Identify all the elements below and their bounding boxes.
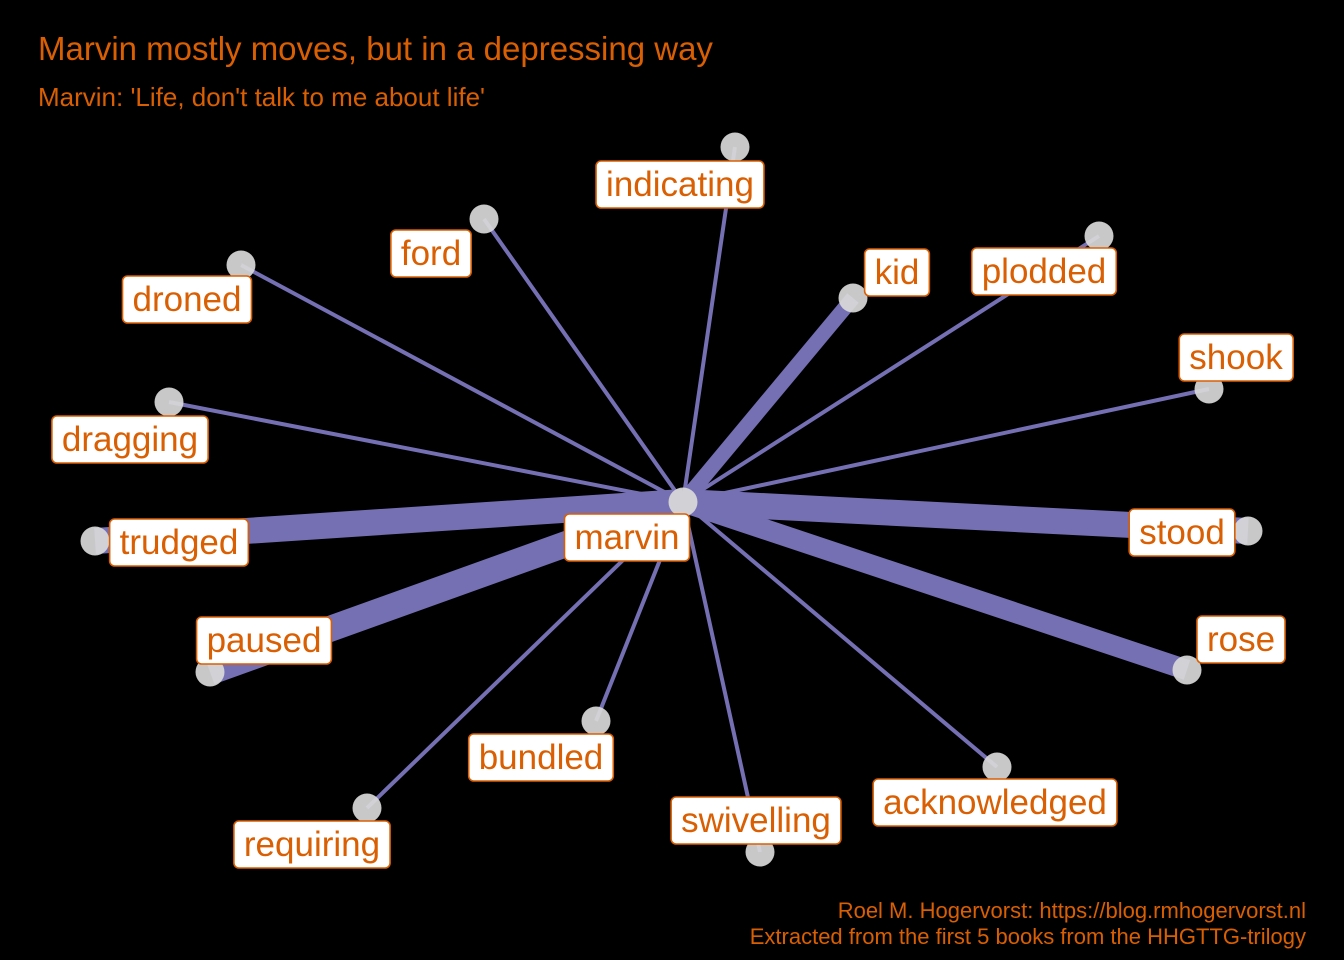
node-label-droned: droned xyxy=(121,275,253,324)
node-label-paused: paused xyxy=(195,616,333,665)
node-plodded xyxy=(1084,221,1114,251)
node-label-shook: shook xyxy=(1178,333,1294,382)
edge-marvin-shook xyxy=(682,387,1210,504)
node-label-box xyxy=(863,248,931,297)
node-label-requiring: requiring xyxy=(233,820,391,869)
node-label-text: kid xyxy=(875,253,920,292)
node-label-box xyxy=(108,518,250,567)
edge-marvin-ford xyxy=(482,217,685,504)
node-label-text: shook xyxy=(1189,338,1283,377)
figure-subtitle: Marvin: 'Life, don't talk to me about li… xyxy=(38,82,486,112)
node-label-bundled: bundled xyxy=(467,733,615,782)
node-label-box xyxy=(195,616,333,665)
node-label-text: dragging xyxy=(62,420,198,459)
node-label-box xyxy=(233,820,391,869)
edge-marvin-rose xyxy=(679,492,1191,680)
node-label-box xyxy=(51,415,209,464)
node-label-text: paused xyxy=(207,621,322,660)
node-label-trudged: trudged xyxy=(108,518,250,567)
node-label-acknowledged: acknowledged xyxy=(872,778,1118,827)
node-indicating xyxy=(720,132,750,162)
edge-marvin-droned xyxy=(240,263,684,504)
node-label-text: indicating xyxy=(606,165,754,204)
node-droned xyxy=(226,250,256,280)
node-label-rose: rose xyxy=(1196,615,1286,664)
node-label-text: plodded xyxy=(982,252,1107,291)
caption-source: Extracted from the first 5 books from th… xyxy=(749,924,1306,949)
node-label-box xyxy=(1178,333,1294,382)
node-requiring xyxy=(352,793,382,823)
node-label-ford: ford xyxy=(390,229,472,278)
figure-title: Marvin mostly moves, but in a depressing… xyxy=(38,30,713,67)
node-rose xyxy=(1172,655,1202,685)
node-label-text: swivelling xyxy=(681,801,831,840)
node-label-swivelling: swivelling xyxy=(670,796,842,845)
node-dragging xyxy=(154,387,184,417)
node-label-box xyxy=(595,160,765,209)
node-label-text: acknowledged xyxy=(883,783,1107,822)
node-label-box xyxy=(563,513,691,562)
node-label-box xyxy=(1128,508,1236,557)
node-bundled xyxy=(581,706,611,736)
node-label-plodded: plodded xyxy=(970,247,1118,296)
node-label-text: rose xyxy=(1207,620,1275,659)
node-label-box xyxy=(970,247,1118,296)
node-label-marvin: marvin xyxy=(563,513,691,562)
node-kid xyxy=(838,283,868,313)
node-label-kid: kid xyxy=(863,248,931,297)
node-label-text: marvin xyxy=(574,518,679,557)
edge-marvin-acknowledged xyxy=(681,500,999,769)
node-marvin xyxy=(668,487,698,517)
node-label-box xyxy=(467,733,615,782)
node-label-text: ford xyxy=(401,234,461,273)
node-label-dragging: dragging xyxy=(51,415,209,464)
edge-marvin-kid xyxy=(677,293,859,507)
node-label-box xyxy=(872,778,1118,827)
node-label-indicating: indicating xyxy=(595,160,765,209)
node-label-box xyxy=(121,275,253,324)
node-label-text: requiring xyxy=(244,825,380,864)
node-label-text: bundled xyxy=(479,738,604,777)
node-label-box xyxy=(1196,615,1286,664)
node-label-text: trudged xyxy=(120,523,239,562)
node-label-text: droned xyxy=(133,280,242,319)
node-stood xyxy=(1233,516,1263,546)
labels-layer: marvin indicating ford kid plodded droned shoo… xyxy=(51,160,1294,869)
node-ford xyxy=(469,204,499,234)
caption-author: Roel M. Hogervorst: https://blog.rmhoger… xyxy=(837,898,1306,923)
edge-marvin-swivelling xyxy=(681,501,762,853)
node-label-stood: stood xyxy=(1128,508,1236,557)
node-label-box xyxy=(390,229,472,278)
node-acknowledged xyxy=(982,752,1012,782)
node-trudged xyxy=(80,526,110,556)
edge-marvin-dragging xyxy=(168,400,684,504)
node-label-box xyxy=(670,796,842,845)
node-label-text: stood xyxy=(1139,513,1225,552)
